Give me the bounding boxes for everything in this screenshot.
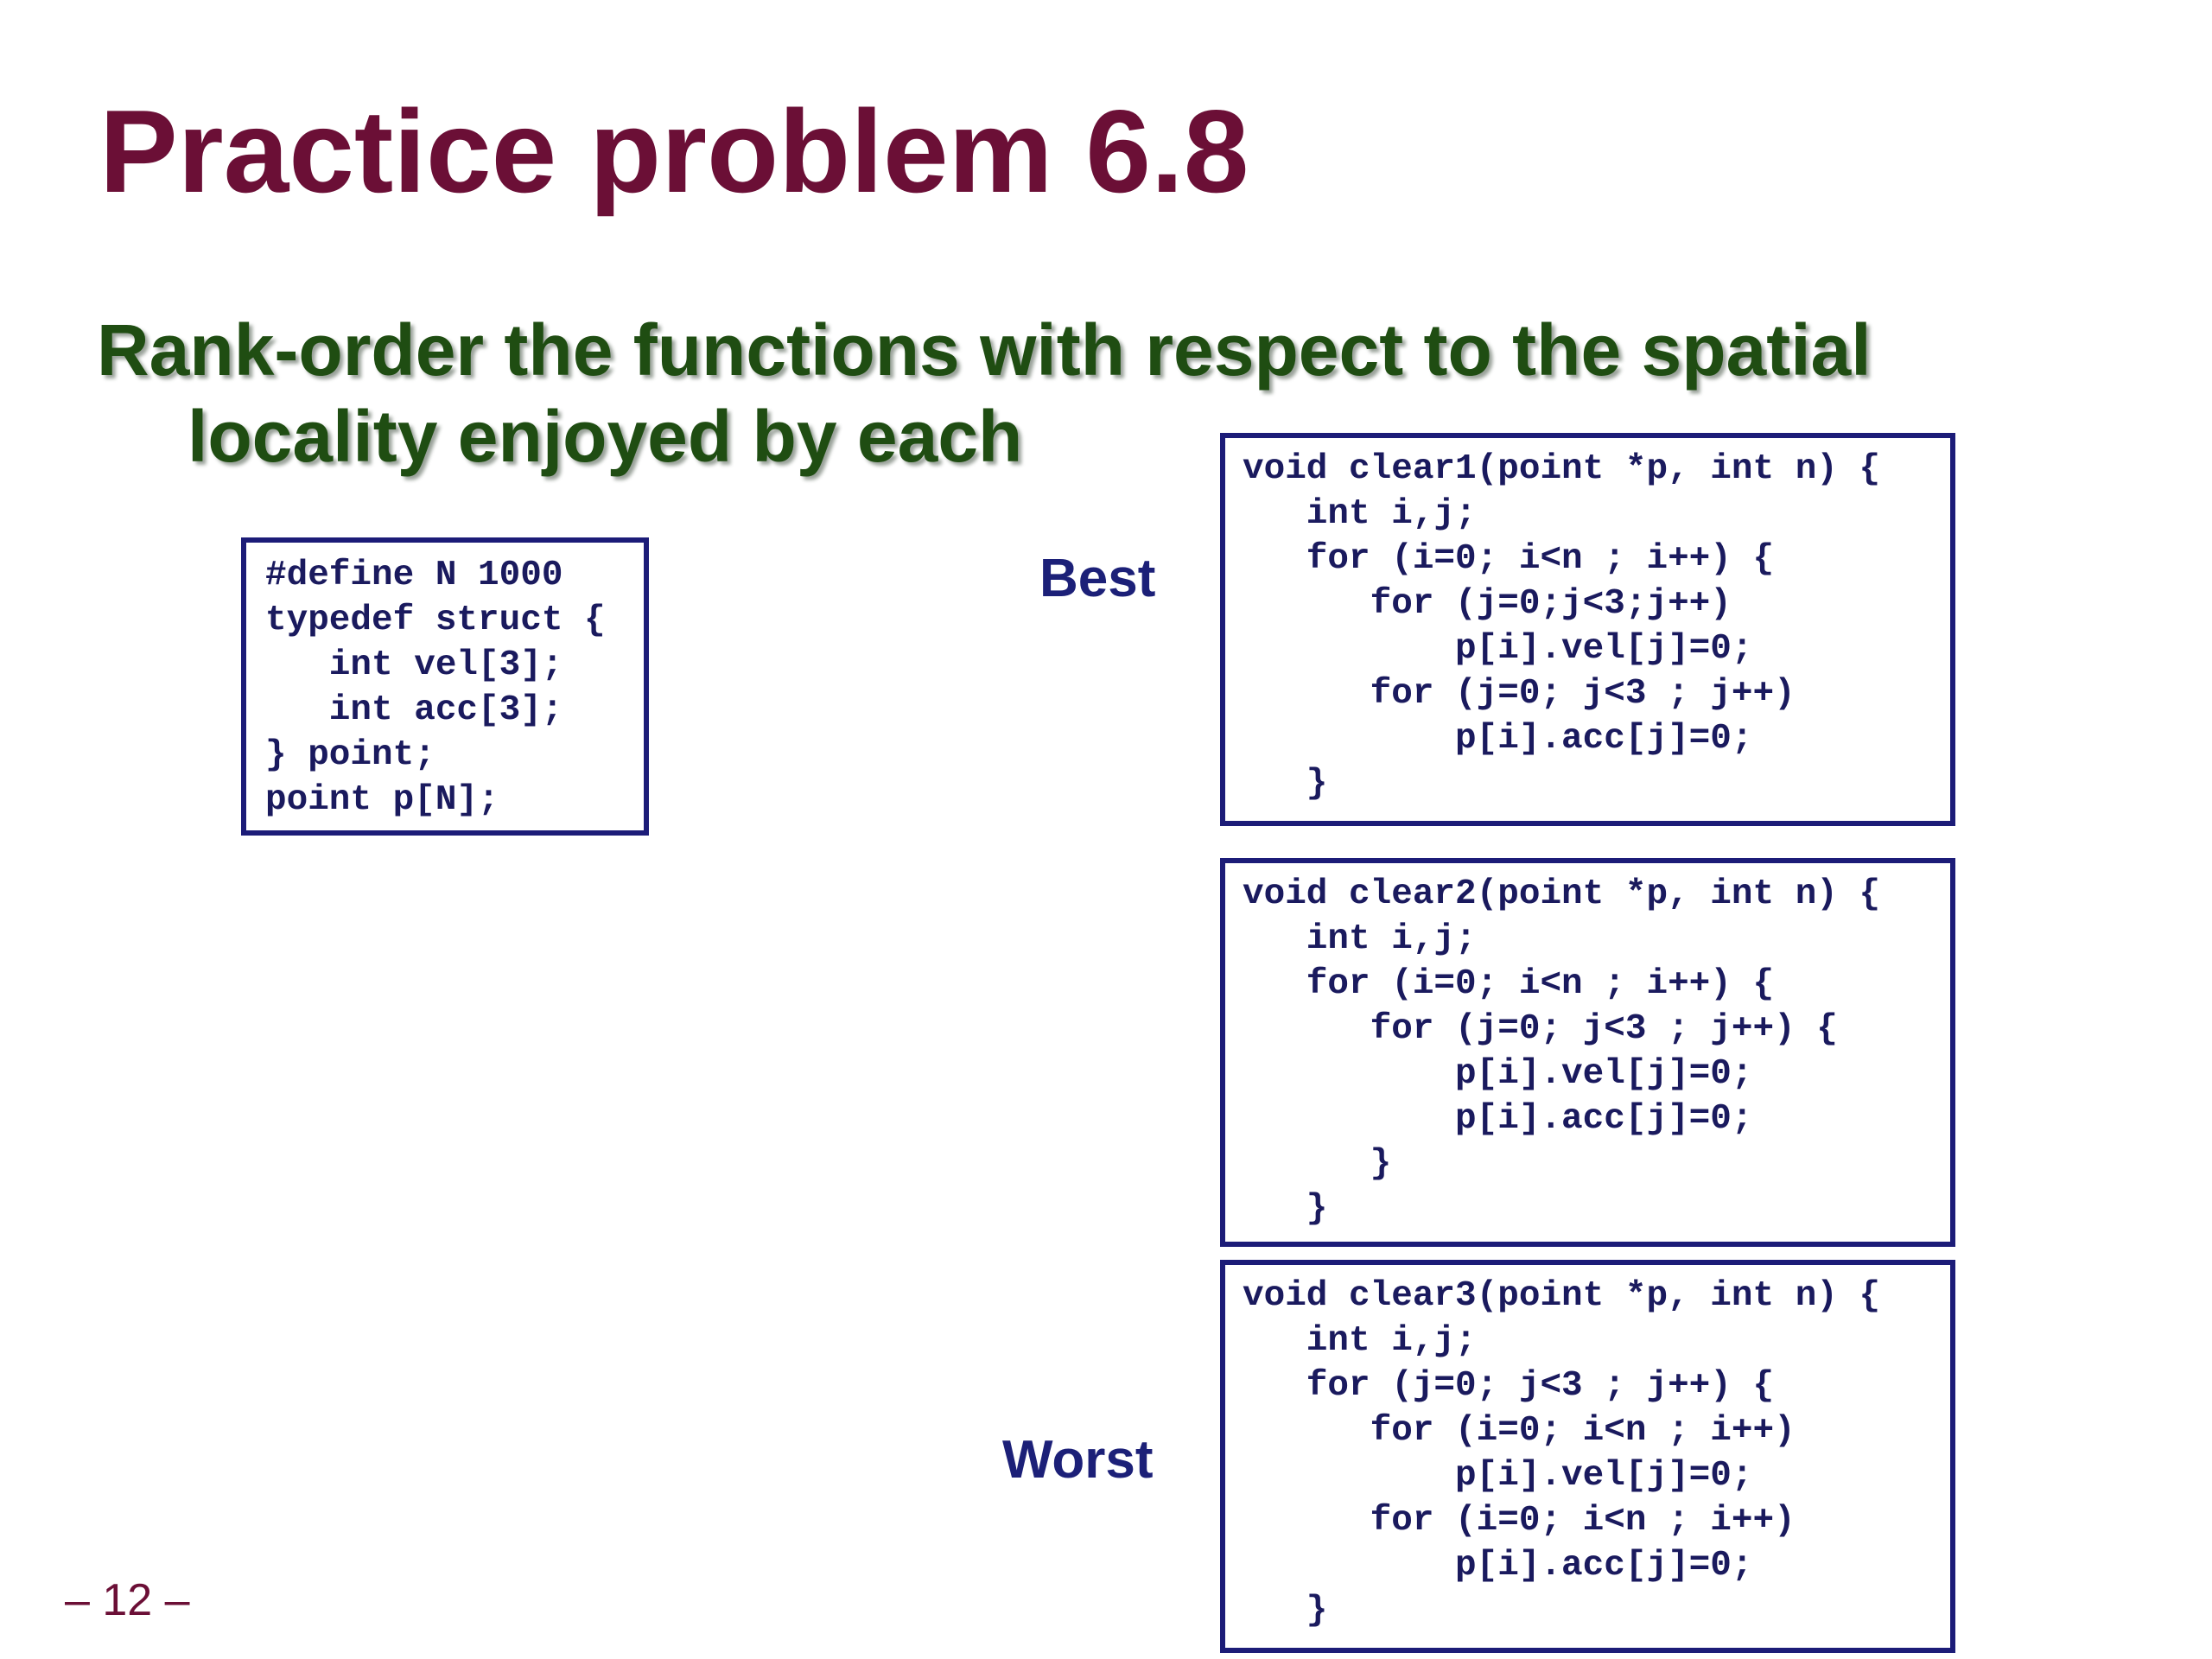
clear3-code-box: void clear3(point *p, int n) { int i,j; … xyxy=(1220,1260,1955,1653)
clear1-code-box: void clear1(point *p, int n) { int i,j; … xyxy=(1220,433,1955,826)
clear2-code-box: void clear2(point *p, int n) { int i,j; … xyxy=(1220,858,1955,1247)
page-number: – 12 – xyxy=(65,1575,190,1625)
slide-subtitle: Rank-order the functions with respect to… xyxy=(97,307,1998,480)
rank-worst-label: Worst xyxy=(1002,1430,1154,1490)
struct-definition-code: #define N 1000 typedef struct { int vel[… xyxy=(241,537,649,836)
slide-title: Practice problem 6.8 xyxy=(99,86,1249,217)
subtitle-line-1: Rank-order the functions with respect to… xyxy=(97,309,1872,391)
rank-best-label: Best xyxy=(1039,549,1156,608)
subtitle-line-2: locality enjoyed by each xyxy=(188,396,1023,477)
